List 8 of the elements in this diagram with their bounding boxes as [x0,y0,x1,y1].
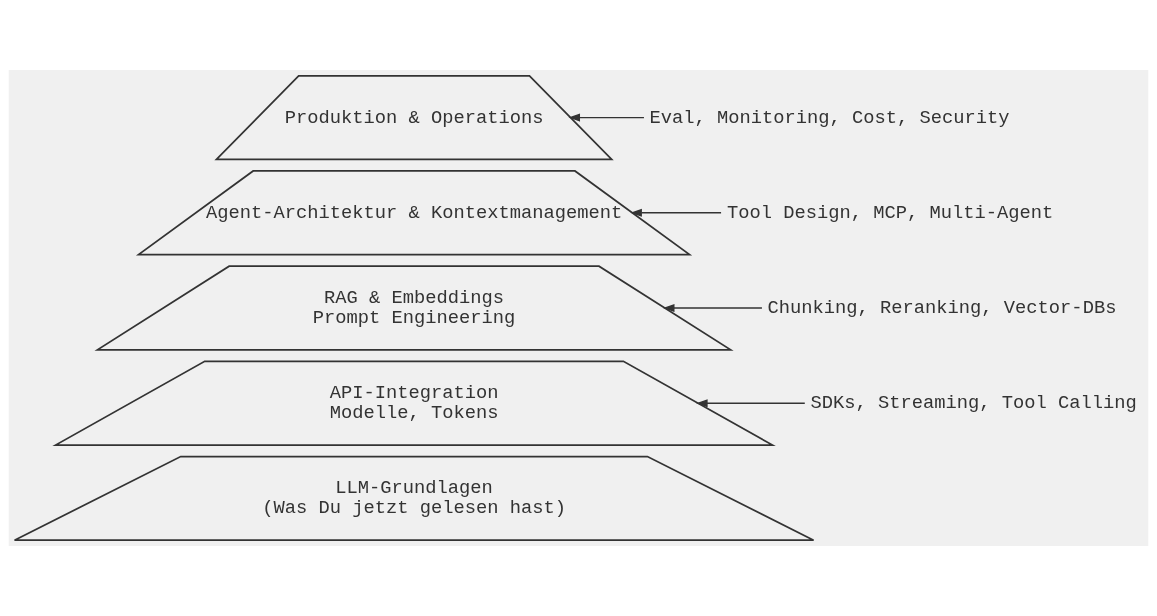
arrow [630,208,722,217]
arrow [568,113,645,122]
node-text: SDKs, Streaming, Tool Calling [810,392,1137,415]
arrow [662,303,763,313]
node-text: Chunking, Reranking, Vector-DBs [767,296,1117,319]
arrow [696,399,806,408]
node-text: Tool Design, MCP, Multi-Agent [726,201,1054,224]
node-text: Eval, Monitoring, Cost, Security [649,106,1010,129]
